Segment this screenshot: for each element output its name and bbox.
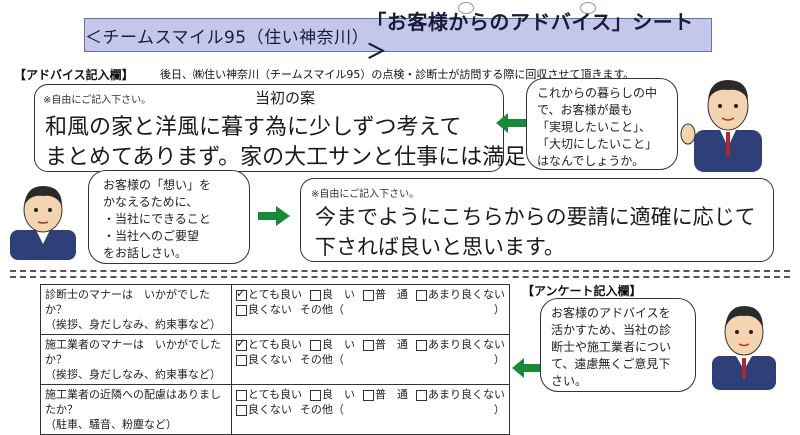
speech-bubble-ideal-question: これからの暮らしの中 で、お客様が最も 「実現したいこと」、 「大切にしたいこと… (526, 78, 678, 170)
survey-option[interactable]: 良くない (235, 352, 292, 367)
checkbox[interactable] (235, 304, 247, 316)
consultant-illustration-top (680, 80, 762, 172)
checkbox[interactable] (416, 339, 427, 351)
speech-bubble-survey-text: お客様のアドバイスを 活かすため、当社の診 断士や施工業者につい て、遠慮無くご… (551, 305, 671, 390)
advice-section-label: 【アドバイス記入欄】 (14, 68, 134, 82)
survey-question-hint: （挨拶、身だしなみ、約束事など） (45, 368, 221, 381)
survey-question-text: 施工業者のマナーは いかがでしたか？ (45, 338, 221, 366)
checkbox[interactable] (363, 339, 374, 351)
survey-option[interactable]: 良 い (310, 287, 355, 302)
survey-table: 診断士のマナーは いかがでしたか？ （挨拶、身だしなみ、約束事など）✓とても良い… (40, 284, 511, 435)
survey-question-text: 診断士のマナーは いかがでしたか？ (45, 288, 210, 316)
survey-row: 施工業者の近隣への配慮はありましたか？ （駐車、騒音、粉塵など）とても良い良 い… (40, 384, 511, 435)
binder-hole-right (580, 2, 596, 14)
checkbox[interactable] (310, 289, 321, 301)
survey-row: 診断士のマナーは いかがでしたか？ （挨拶、身だしなみ、約束事など）✓とても良い… (40, 284, 511, 335)
survey-option[interactable]: あまり良くない (416, 287, 505, 302)
checkbox[interactable] (310, 389, 321, 401)
speech-line: 「実現したいこと」、 (537, 120, 652, 134)
survey-answer-cell: ✓とても良い良 い普 通あまり良くない良くない その他（） (230, 284, 511, 335)
speech-line: で、お客様が最も (537, 103, 633, 117)
speech-line: て、遠慮無くご意見下 (551, 357, 671, 371)
survey-question: 診断士のマナーは いかがでしたか？ （挨拶、身だしなみ、約束事など） (40, 284, 232, 335)
checkbox[interactable] (416, 289, 427, 301)
consultant-illustration-left (10, 186, 76, 260)
section-divider (10, 270, 790, 272)
survey-answer-cell: ✓とても良い良 い普 通あまり良くない良くない その他（） (230, 334, 511, 385)
survey-other-option[interactable]: その他（） (299, 303, 505, 316)
sheet-title-prefix: ＜チームスマイル95（住い神奈川） (85, 27, 370, 48)
checkbox[interactable] (416, 389, 427, 401)
checkbox[interactable] (310, 339, 321, 351)
speech-line: お客様の「想い」を (103, 178, 212, 192)
survey-option[interactable]: 良くない (235, 302, 292, 317)
speech-line: これからの暮らしの中 (537, 86, 658, 100)
speech-line: お客様のアドバイスを (551, 306, 671, 320)
speech-line: さい。 (551, 374, 588, 388)
survey-option[interactable]: 良くない (235, 402, 292, 417)
speech-line: はなんでしょうか。 (537, 154, 645, 168)
advice-box1-note: ※自由にご記入下さい。 (43, 95, 152, 106)
survey-question-text: 施工業者の近隣への配慮はありましたか？ (45, 388, 221, 416)
speech-line: 活かすため、当社の診 (551, 323, 672, 337)
arrow-right-icon (258, 206, 290, 226)
survey-option[interactable]: 普 通 (363, 287, 408, 302)
survey-option[interactable]: ✓とても良い (235, 335, 302, 351)
arrow-left-icon (512, 358, 542, 378)
checkbox[interactable]: ✓ (235, 286, 247, 301)
handwriting-insert-note: 当初の案 (255, 89, 316, 107)
survey-row: 施工業者のマナーは いかがでしたか？ （挨拶、身だしなみ、約束事など）✓とても良… (40, 334, 511, 385)
check-mark-icon: ✓ (235, 335, 246, 350)
handwriting-advice-line1: 和風の家と洋風に暮す為に少しずつ考えて (45, 115, 462, 140)
section-divider (10, 276, 790, 278)
arrow-left-icon (496, 113, 526, 133)
speech-line: かなえるために、 (103, 195, 199, 209)
checkbox[interactable] (235, 404, 247, 416)
checkbox[interactable]: ✓ (235, 336, 247, 351)
speech-bubble-wishes-text: お客様の「想い」を かなえるために、 ・当社にできること ・当社へのご要望 をお… (103, 177, 211, 262)
checkbox[interactable] (235, 354, 247, 366)
survey-option[interactable]: 普 通 (363, 337, 408, 352)
speech-bubble-survey: お客様のアドバイスを 活かすため、当社の診 断士や施工業者につい て、遠慮無くご… (540, 298, 696, 392)
checkbox[interactable] (363, 289, 374, 301)
survey-other-option[interactable]: その他（） (299, 353, 505, 366)
speech-bubble-wishes: お客様の「想い」を かなえるために、 ・当社にできること ・当社へのご要望 をお… (88, 170, 250, 264)
survey-answer-cell: とても良い良 い普 通あまり良くない良くない その他（） (230, 384, 511, 435)
sheet-title-main: 「お客様からのアドバイス」シート＞ (366, 10, 694, 63)
binder-hole-left (458, 2, 474, 14)
advice-box2-note: ※自由にご記入下さい。 (311, 189, 420, 200)
handwriting-advice-line2: まとめてありまず。家の大工サンと仕事には満足です。 (45, 145, 590, 170)
speech-line: ・当社にできること (103, 212, 211, 226)
consultant-illustration-bottom (712, 306, 776, 390)
collection-notice: 後日、㈱住い神奈川（チームスマイル95）の点検・診断士が訪問する際に回収させて頂… (160, 68, 635, 81)
survey-question-hint: （駐車、騒音、粉塵など） (45, 418, 177, 431)
survey-option[interactable]: ✓とても良い (235, 285, 302, 301)
sheet-title-bar: ＜チームスマイル95（住い神奈川） 「お客様からのアドバイス」シート＞ (84, 10, 712, 63)
advice-box-ideal-living[interactable]: ※自由にご記入下さい。 当初の案 和風の家と洋風に暮す為に少しずつ考えて まとめ… (34, 84, 590, 172)
speech-line: をお話しさい。 (103, 246, 188, 260)
speech-line: ・当社へのご要望 (103, 229, 200, 243)
survey-section-label: 【アンケート記入欄】 (522, 284, 642, 298)
survey-question-hint: （挨拶、身だしなみ、約束事など） (45, 318, 221, 331)
survey-other-option[interactable]: その他（） (299, 403, 505, 416)
handwriting-request-line2: 下されば良いと思います。 (315, 235, 565, 259)
survey-option[interactable]: あまり良くない (416, 337, 505, 352)
survey-question: 施工業者のマナーは いかがでしたか？ （挨拶、身だしなみ、約束事など） (40, 334, 232, 385)
check-mark-icon: ✓ (235, 285, 246, 300)
speech-line: 断士や施工業者につい (551, 340, 672, 354)
survey-question: 施工業者の近隣への配慮はありましたか？ （駐車、騒音、粉塵など） (40, 384, 232, 435)
speech-line: 「大切にしたいこと」 (537, 137, 658, 151)
advice-box-requests[interactable]: ※自由にご記入下さい。 今までようにこちらからの要請に適確に応じて 下されば良い… (300, 178, 774, 262)
survey-option[interactable]: 良 い (310, 337, 355, 352)
speech-bubble-ideal-text: これからの暮らしの中 で、お客様が最も 「実現したいこと」、 「大切にしたいこと… (537, 85, 657, 170)
checkbox[interactable] (235, 389, 247, 401)
handwriting-request-line1: 今までようにこちらからの要請に適確に応じて (315, 205, 756, 229)
checkbox[interactable] (363, 389, 374, 401)
